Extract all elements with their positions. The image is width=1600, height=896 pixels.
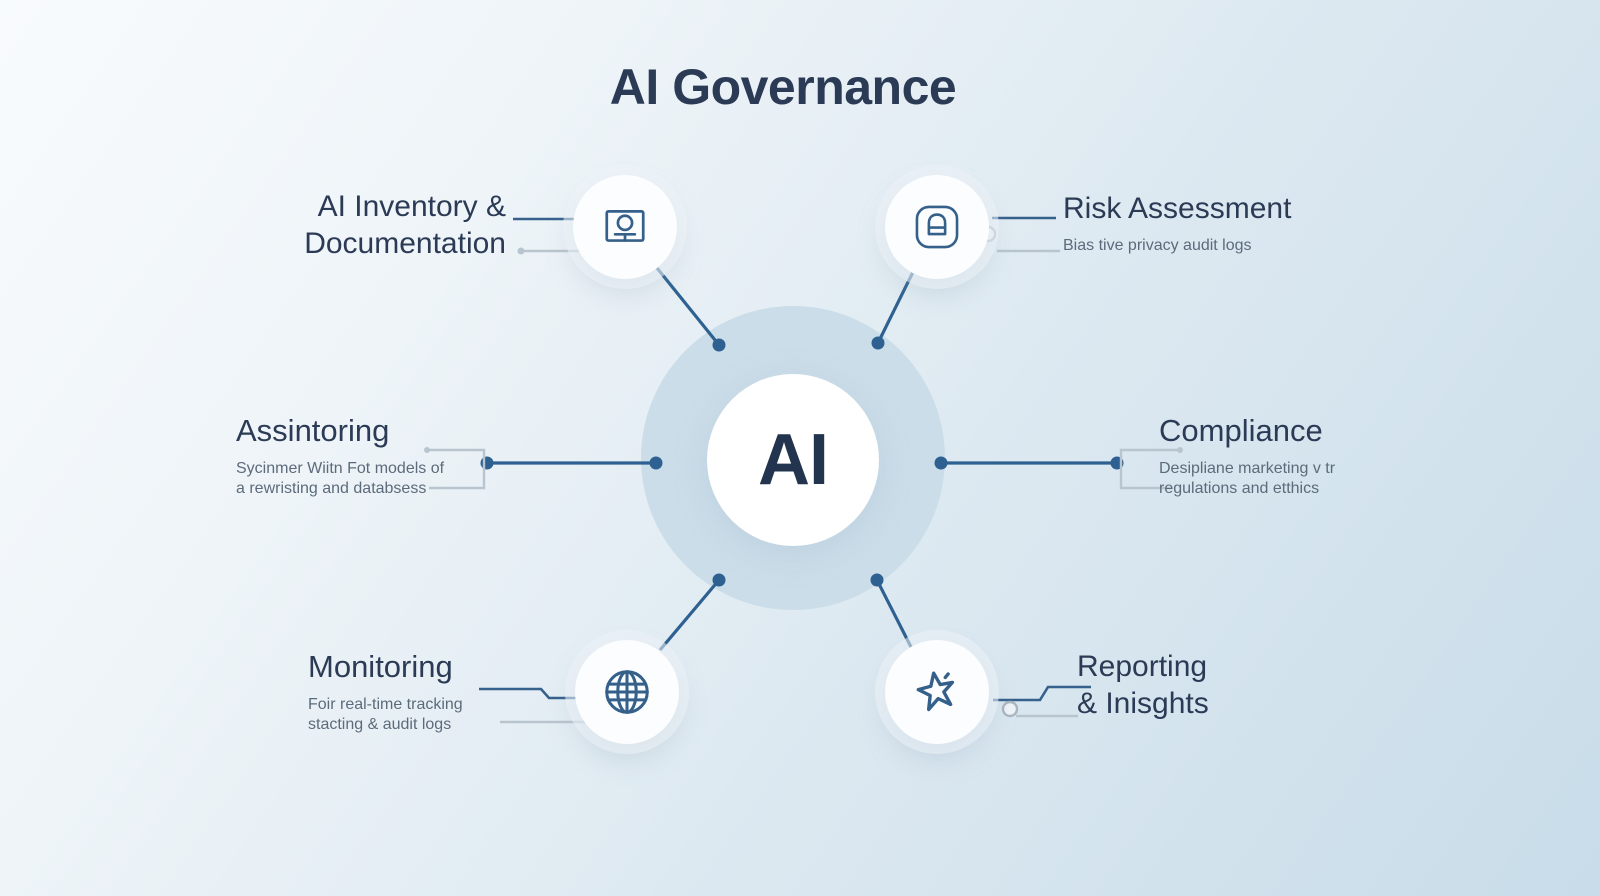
assintoring-subtitle-line1: Sycinmer Wiitn Fot models of <box>236 460 445 477</box>
risk-subtitle: Bias tive privacy audit logs <box>1063 237 1252 254</box>
assintoring-subtitle-line2: a rewristing and databsess <box>236 480 427 497</box>
node-circle-reporting <box>885 640 989 744</box>
node-label-inventory: AI Inventory & Documentation <box>230 188 506 262</box>
node-label-reporting: Reporting & Inisghts <box>1077 648 1209 722</box>
monitoring-subtitle-line2: stacting & audit logs <box>308 716 452 733</box>
connector-risk <box>979 216 1060 253</box>
sparkle-icon <box>916 671 955 712</box>
node-label-risk: Risk Assessment Bias tive privacy audit … <box>1063 190 1291 256</box>
node-circle-inventory <box>573 175 677 279</box>
compliance-subtitle-line1: Desipliane marketing v tr <box>1159 460 1336 477</box>
inventory-title-line1: AI Inventory & <box>317 190 506 223</box>
node-label-monitoring: Monitoring Foir real-time tracking stact… <box>308 648 463 735</box>
globe-icon <box>605 670 649 714</box>
risk-title: Risk Assessment <box>1063 192 1292 225</box>
node-label-assintoring: Assintoring Sycinmer Wiitn Fot models of… <box>236 412 444 499</box>
page-title: AI Governance <box>609 59 957 115</box>
assintoring-title: Assintoring <box>236 413 390 448</box>
spoke-right <box>934 456 1124 470</box>
center-ai-circle: AI <box>707 374 879 546</box>
center-ai-label: AI <box>758 420 829 500</box>
inventory-title-line2: Documentation <box>304 227 506 260</box>
node-circle-risk <box>885 175 989 279</box>
lock-icon <box>915 205 959 249</box>
monitoring-title: Monitoring <box>308 649 453 684</box>
reporting-title-line1: Reporting <box>1077 650 1208 683</box>
compliance-title: Compliance <box>1159 413 1323 448</box>
monitoring-subtitle-line1: Foir real-time tracking <box>308 696 463 713</box>
compliance-subtitle-line2: regulations and etthics <box>1159 480 1320 497</box>
spoke-left <box>480 456 663 470</box>
reporting-title-line2: & Inisghts <box>1077 687 1209 720</box>
monitor-icon <box>605 210 645 242</box>
node-circle-monitoring <box>575 640 679 744</box>
node-label-compliance: Compliance Desipliane marketing v tr reg… <box>1159 412 1335 499</box>
